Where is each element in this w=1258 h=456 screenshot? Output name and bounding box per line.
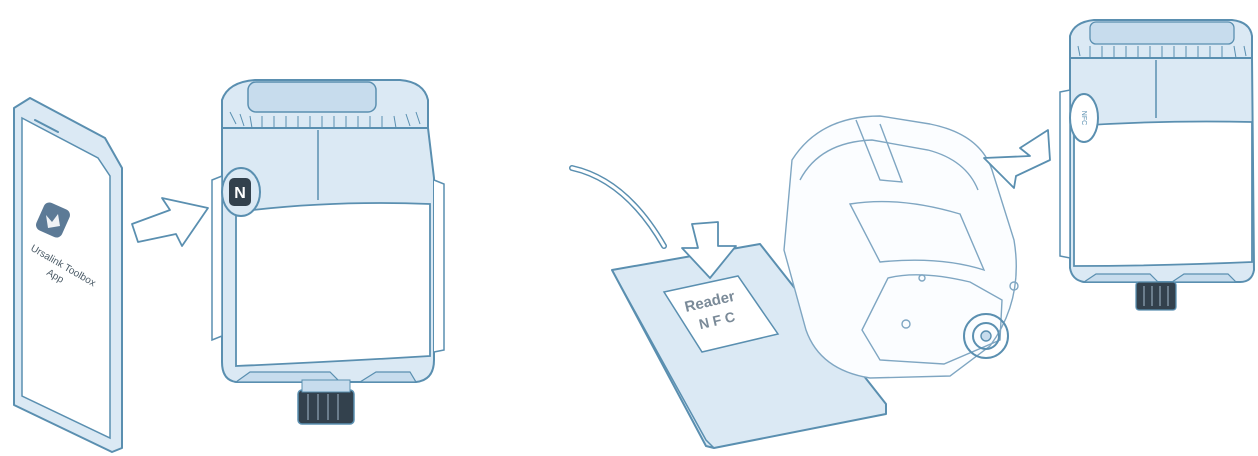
nfc-reader: Reader N F C xyxy=(569,165,887,449)
arrow-left-icon xyxy=(983,129,1051,189)
left-panel: Ursalink Toolbox App xyxy=(13,79,445,453)
sensor-device-tilted xyxy=(783,115,1019,379)
side-nfc-text: NFC xyxy=(1080,111,1087,125)
toolbox-app-icon xyxy=(36,202,70,238)
arrow-right-icon xyxy=(131,197,209,247)
cable-connector xyxy=(297,379,355,425)
arrow-down-icon xyxy=(681,221,737,279)
nfc-logo-letter: N xyxy=(234,185,246,202)
nfc-logo-badge: N xyxy=(221,167,261,217)
sensor-device-left: N xyxy=(211,79,445,425)
right-panel: Reader N F C xyxy=(569,19,1256,449)
sensor-device-right: NFC xyxy=(1059,19,1256,311)
side-nfc-badge: NFC xyxy=(1069,93,1099,143)
cable-connector-right xyxy=(1135,281,1177,311)
smartphone: Ursalink Toolbox App xyxy=(13,97,123,453)
